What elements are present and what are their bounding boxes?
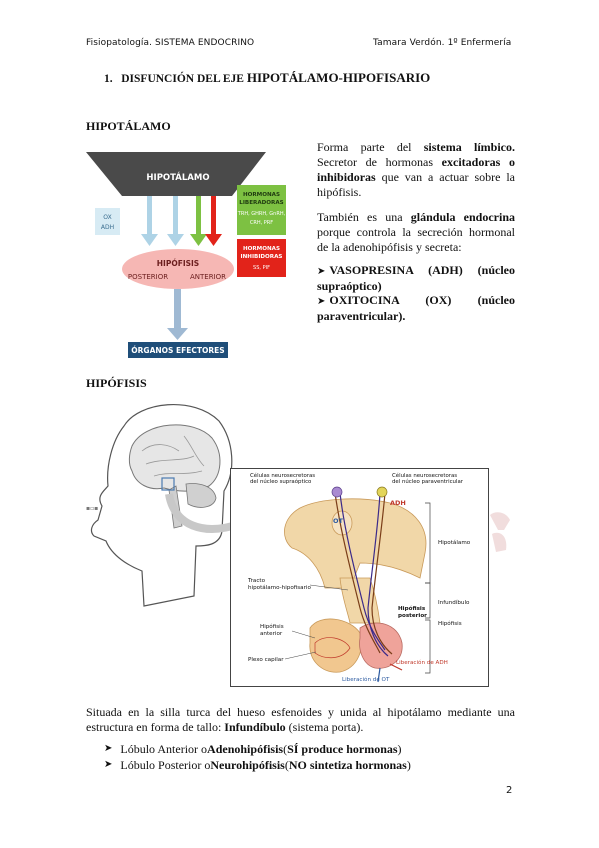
hipofisis-paragraph: Situada en la silla turca del hueso esfe… xyxy=(86,705,515,734)
arrow-blue-left xyxy=(141,196,158,246)
releasing-title-1: HORMONAS xyxy=(243,192,280,198)
cropped-fragment-right xyxy=(490,512,510,552)
label-liberacion-adh: Liberación de ADH xyxy=(396,659,448,666)
section-heading-hipofisis: HIPÓFISIS xyxy=(86,376,147,390)
releasing-hormones-box xyxy=(237,185,286,235)
label-infundibulo: Infundíbulo xyxy=(438,599,470,606)
hypothalamus-label: HIPOTÁLAMO xyxy=(146,171,209,183)
adh-label: ADH xyxy=(101,224,114,231)
arrow-bullet-icon: ➤ xyxy=(104,743,113,754)
arrow-blue-mid xyxy=(167,196,184,246)
label-hip-anterior-2: anterior xyxy=(260,631,283,637)
posterior-label: POSTERIOR xyxy=(128,273,168,281)
effector-organs-box xyxy=(128,342,228,358)
inhibiting-title-1: HORMONAS xyxy=(243,246,280,252)
lobe-item-posterior: ➤ Lóbulo Posterior o Neurohipófisis (NO … xyxy=(104,758,411,772)
ox-label: OX xyxy=(103,214,111,221)
ox-adh-box xyxy=(95,208,120,235)
arrow-bullet-icon: ➤ xyxy=(317,296,326,307)
label-plexo: Plexo capilar xyxy=(248,657,284,663)
label-supraoptic-1: Células neurosecretoras xyxy=(250,472,315,479)
label-paraventricular-2: del núcleo paraventricular xyxy=(392,478,464,485)
brain-head-illustration xyxy=(90,403,244,607)
anterior-label: ANTERIOR xyxy=(190,273,226,281)
label-supraoptic-2: del núcleo supraóptico xyxy=(250,478,311,485)
inhibiting-list: SS, PIF xyxy=(253,265,270,271)
document-title: 1. DISFUNCIÓN DEL EJE HIPOTÁLAMO-HIPOFIS… xyxy=(104,70,430,86)
inhibiting-hormones-box xyxy=(237,239,286,277)
pituitary-shape xyxy=(122,249,234,289)
pituitary-label: HIPÓFISIS xyxy=(157,259,199,268)
hypothalamus-shape xyxy=(86,152,266,196)
arrow-red xyxy=(205,196,222,246)
label-hipofisis: Hipófisis xyxy=(438,620,462,627)
arrow-bullet-icon: ➤ xyxy=(317,266,326,277)
page-number: 2 xyxy=(506,785,513,796)
label-hip-posterior-1: Hipófisis xyxy=(398,605,426,612)
releasing-list-1: TRH, GHRH, GnRH, xyxy=(237,211,286,217)
ot-release-arrow xyxy=(377,667,381,683)
label-hip-anterior-1: Hipófisis xyxy=(260,623,284,630)
title-main: HIPOTÁLAMO-HIPOFISARIO xyxy=(246,70,431,85)
section-heading-hipotalamo: HIPOTÁLAMO xyxy=(86,119,171,133)
label-tracto-1: Tracto xyxy=(247,578,266,584)
label-hip-posterior-2: posterior xyxy=(398,613,427,619)
header-right: Tamara Verdón. 1º Enfermería xyxy=(373,38,512,48)
label-hipotalamo: Hipotálamo xyxy=(438,539,471,546)
inhibiting-title-2: INHIBIDORAS xyxy=(241,254,283,260)
hypothalamus-paragraph-2: También es una glándula endocrina porque… xyxy=(317,210,515,254)
label-liberacion-ot: Liberación de OT xyxy=(342,676,390,683)
hypothalamus-paragraph-1: Forma parte del sistema límbico. Secreto… xyxy=(317,140,515,199)
label-paraventricular-1: Células neurosecretoras xyxy=(392,472,457,479)
arrow-green xyxy=(190,196,207,246)
effector-organs-label: ÓRGANOS EFECTORES xyxy=(131,346,224,355)
cropped-fragment-left: ▪▫▪ xyxy=(86,505,99,512)
lobe-list: ➤ Lóbulo Anterior o Adenohipófisis (SÍ p… xyxy=(104,741,411,773)
lobe-item-anterior: ➤ Lóbulo Anterior o Adenohipófisis (SÍ p… xyxy=(104,742,402,756)
releasing-title-2: LIBERADORAS xyxy=(239,200,283,206)
arrow-to-effectors xyxy=(167,289,188,340)
arrow-bullet-icon: ➤ xyxy=(104,759,113,770)
hormone-list-item-vasopresina: ➤VASOPRESINA (ADH) (núcleo supraóptico) xyxy=(317,263,515,293)
label-adh: ADH xyxy=(390,499,406,507)
releasing-list-2: CRH, PRF xyxy=(250,220,273,226)
pituitary-detail-diagram: Células neurosecretoras del núcleo supra… xyxy=(230,468,489,687)
hypothalamic-axis-diagram: HIPOTÁLAMO OX ADH HORMONAS LIBERADORAS T… xyxy=(86,152,286,358)
header-left: Fisiopatología. SISTEMA ENDOCRINO xyxy=(86,38,255,48)
title-number: 1. xyxy=(104,73,113,85)
hormone-list-item-oxitocina: ➤OXITOCINA (OX) (núcleo paraventricular)… xyxy=(317,293,515,323)
label-tracto-2: hipotálamo-hipofisario xyxy=(248,584,311,591)
title-prefix: DISFUNCIÓN DEL EJE xyxy=(121,73,244,85)
adh-release-arrow xyxy=(389,663,403,671)
label-ot: OT xyxy=(333,517,344,525)
